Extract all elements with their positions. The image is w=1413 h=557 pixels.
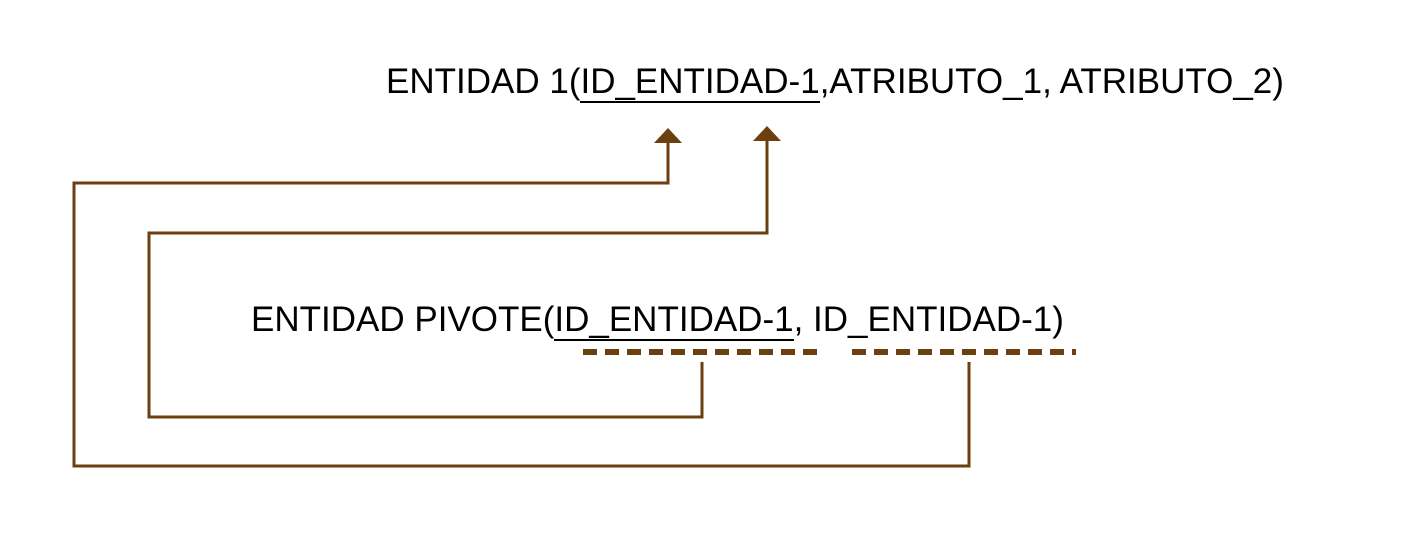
pivot-entity-name: ENTIDAD PIVOTE bbox=[251, 300, 543, 339]
entity-one-attribute-1: ATRIBUTO_1 bbox=[829, 62, 1043, 101]
entity-one-relation: ENTIDAD 1(ID_ENTIDAD-1,ATRIBUTO_1, ATRIB… bbox=[386, 62, 1284, 103]
entity-one-open-paren: ( bbox=[568, 62, 581, 101]
pivot-entity-close-paren: ) bbox=[1052, 300, 1064, 339]
connector-inner-line bbox=[147, 140, 769, 419]
connector-outer-line bbox=[72, 142, 971, 468]
entity-one-name: ENTIDAD 1 bbox=[386, 62, 569, 101]
connector-outer-arrowhead bbox=[654, 128, 682, 143]
entity-one-separator-1: , bbox=[819, 62, 830, 101]
entity-one-primary-key: ID_ENTIDAD-1 bbox=[580, 62, 820, 103]
connector-inner-arrowhead bbox=[753, 126, 781, 141]
pivot-entity-open-paren: ( bbox=[542, 300, 555, 339]
entity-one-separator-2: , bbox=[1042, 62, 1060, 101]
entity-one-close-paren: ) bbox=[1272, 62, 1284, 101]
entity-one-attribute-2: ATRIBUTO_2 bbox=[1059, 62, 1273, 101]
pivot-entity-foreign-key-2: ID_ENTIDAD-1 bbox=[813, 300, 1053, 339]
pivot-entity-separator: , bbox=[793, 300, 814, 339]
pivot-entity-foreign-key-1: ID_ENTIDAD-1 bbox=[554, 300, 794, 341]
pivot-entity-relation: ENTIDAD PIVOTE(ID_ENTIDAD-1, ID_ENTIDAD-… bbox=[251, 300, 1064, 341]
